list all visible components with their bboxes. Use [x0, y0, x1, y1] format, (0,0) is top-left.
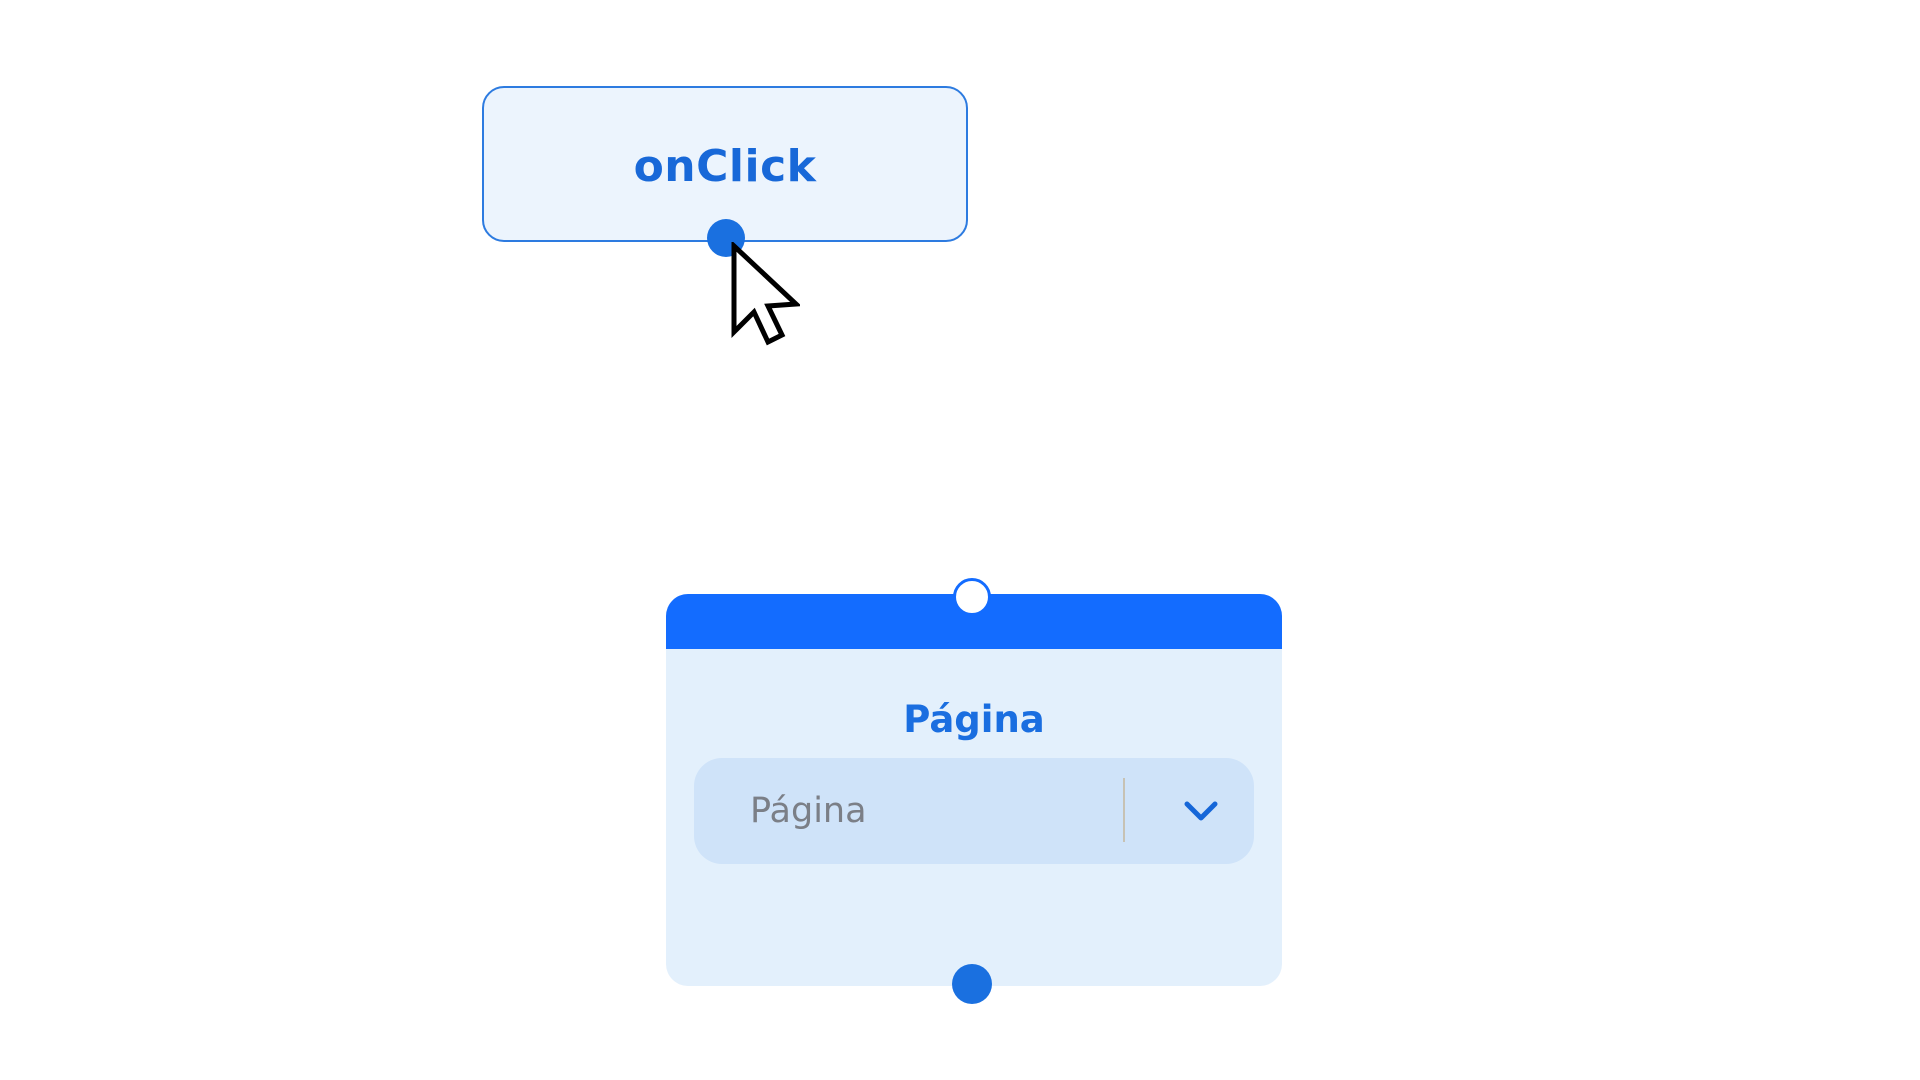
action-node-page[interactable]: Página Página [666, 594, 1282, 986]
trigger-node-onclick[interactable]: onClick [482, 86, 968, 242]
select-divider [1123, 778, 1125, 842]
arrow-cursor-icon [731, 242, 800, 346]
action-output-handle[interactable] [952, 964, 992, 1004]
trigger-node-label: onClick [633, 140, 817, 192]
chevron-down-icon[interactable] [1182, 796, 1220, 826]
action-node-title: Página [903, 698, 1045, 741]
page-select-value: Página [750, 791, 867, 831]
page-select[interactable]: Página [694, 758, 1254, 864]
action-input-handle[interactable] [953, 578, 991, 616]
